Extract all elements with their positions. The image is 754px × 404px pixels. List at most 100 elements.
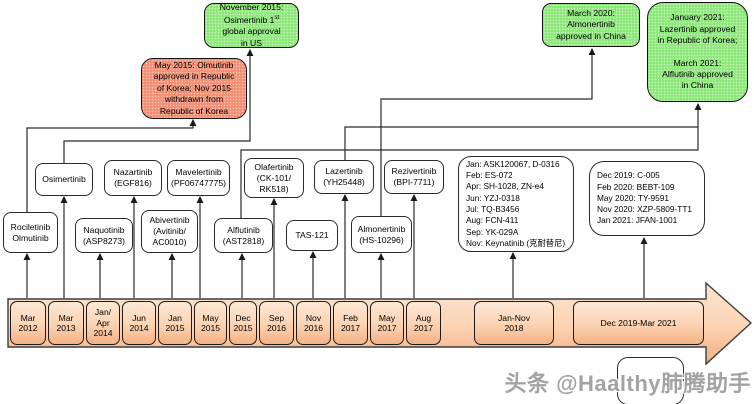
segment-year: 2016 — [266, 323, 287, 333]
timeline-segment-dec2019-mar2021: Dec 2019-Mar 2021 — [573, 301, 704, 345]
segment-year: 2014 — [129, 323, 149, 333]
callout-line: March 2020: — [567, 7, 615, 18]
drug-box-mavelertinib: Mavelertinib (PF06747775) — [167, 160, 230, 196]
callout-line: January 2021: — [670, 12, 725, 23]
drug-name: Osimertinib — [42, 174, 86, 184]
drug-code: (HS-10296) — [359, 234, 404, 245]
timeline-segment-nov-2016: Nov 2016 — [296, 301, 331, 345]
drug-name: Naquotinib — [83, 224, 125, 235]
callout-olmutinib-korea-approval: May 2015: Olmutinib approved in Republic… — [141, 58, 247, 119]
segment-month: Apr — [96, 317, 110, 328]
drug-name: Abivertinib — [149, 215, 190, 225]
drug-name: Rezivertinib — [391, 166, 437, 176]
segment-month: Jan-Nov — [498, 312, 530, 323]
drug-box-osimertinib: Osimertinib — [35, 163, 93, 196]
callout-line: Republic of Korea — [159, 105, 229, 116]
callout-line: November 2015: — [219, 1, 284, 12]
drug-box-lazertinib: Lazertinib (YH25448) — [314, 160, 374, 194]
segment-year: 2018 — [504, 323, 524, 333]
callout-line: May 2015: Olmutinib — [154, 59, 234, 70]
connector-olmutinib-to-orange-callout — [26, 119, 197, 212]
callout-lazertinib-alflutinib-approval: January 2021: Lazertinib approved in Rep… — [647, 2, 748, 102]
trial-entry: Dec 2019: C-005 — [597, 170, 660, 181]
drug-code: AC0010) — [152, 237, 187, 247]
callout-line: global approval — [222, 26, 281, 37]
timeline-segment-jan-apr-2014: Jan/ Apr 2014 — [86, 301, 120, 345]
segment-month: Aug — [415, 312, 432, 323]
drug-name: TAS-121 — [295, 230, 329, 240]
trial-entry: Aug: FCN-411 — [466, 215, 519, 226]
segment-month: Mar — [20, 312, 36, 323]
trial-entry: Feb: ES-072 — [466, 170, 513, 181]
callout-almonertinib-china-approval: March 2020: Almonertinib approved in Chi… — [542, 3, 640, 47]
drug-code: (BPI-7711) — [393, 177, 435, 187]
callout-line: Almonertinib — [567, 19, 615, 30]
callout-line: of Korea; Nov 2015 — [156, 82, 232, 93]
segment-year: 2013 — [56, 323, 76, 333]
connector-alflutinib-to-green-callout — [240, 103, 702, 218]
trial-entry: Jan 2021: JFAN-1001 — [597, 215, 678, 226]
trial-entry: Jun: YZJ-0318 — [466, 192, 520, 203]
callout-line: in Republic of Korea; — [657, 35, 738, 46]
drug-name: Alflutinib — [227, 224, 260, 235]
drug-code: (PF06747775) — [171, 178, 226, 188]
drug-code: (Avitinib/ — [153, 226, 186, 236]
segment-year: 2017 — [340, 323, 361, 333]
drug-name: Olafertinib — [254, 161, 294, 172]
timeline-segment-may-2015: May 2015 — [194, 301, 227, 345]
callout-line: Osimertinib 1st — [223, 15, 280, 26]
timeline-segment-feb-2017: Feb 2017 — [333, 301, 368, 345]
drug-box-nazartinib: Nazartinib (EGF816) — [104, 160, 162, 196]
watermark: 头条 @Haalthy肺腾助手 — [504, 371, 751, 396]
drug-code: (CK-101/ — [256, 172, 292, 183]
drug-name: Lazertinib — [325, 166, 363, 176]
segment-month: Dec — [235, 312, 251, 323]
callout-line: withdrawn from — [164, 94, 224, 105]
trial-entry: Jan: ASK120067, D-0316 — [466, 158, 560, 169]
trial-entry: May 2020: TY-9591 — [597, 192, 669, 203]
segment-month: Jun — [132, 312, 146, 323]
timeline-segment-aug-2017: Aug 2017 — [406, 301, 441, 345]
segment-month: Jan/ — [94, 307, 112, 318]
trial-entry: Nov: Keynatinib (克耐替尼) — [466, 237, 566, 248]
drug-name: Almonertinib — [357, 223, 406, 234]
segment-month: Jan — [168, 312, 182, 323]
segment-month: Feb — [343, 312, 358, 323]
segment-year: 2014 — [93, 328, 113, 339]
trial-entry: Feb 2020: BEBT-109 — [597, 181, 675, 192]
segment-year: 2016 — [303, 323, 324, 333]
drug-box-tas121: TAS-121 — [286, 220, 338, 251]
segment-month: Nov — [305, 312, 322, 323]
segment-year: 2015 — [200, 323, 221, 333]
segment-range: Dec 2019-Mar 2021 — [600, 317, 677, 328]
connector-lazertinib-to-green-callout — [344, 126, 698, 160]
timeline-segment-mar-2012: Mar 2012 — [10, 301, 46, 345]
drug-box-alflutinib: Alflutinib (AST2818) — [214, 218, 273, 253]
timeline-segment-sep-2016: Sep 2016 — [259, 301, 294, 345]
drug-name: Mavelertinib — [175, 167, 222, 177]
segment-year: 2017 — [413, 323, 434, 333]
drug-box-naquotinib: Naquotinib (ASP8273) — [75, 218, 133, 253]
callout-line: Alflutinib approved — [662, 68, 733, 79]
timeline-segment-may-2017: May 2017 — [370, 301, 404, 345]
drug-code: (YH25448) — [323, 177, 365, 187]
segment-month: Sep — [268, 312, 285, 323]
trials-2019-2021-box: Dec 2019: C-005 Feb 2020: BEBT-109 May 2… — [589, 161, 705, 236]
trials-2018-box: Jan: ASK120067, D-0316 Feb: ES-072 Apr: … — [458, 156, 574, 252]
segment-year: 2015 — [233, 323, 253, 333]
connector-almonertinib-to-green-callout — [380, 48, 596, 216]
callout-line: March 2021: — [673, 57, 722, 68]
trial-entry: Sep: YK-029A — [466, 226, 519, 237]
callout-line: Lazertinib approved — [659, 23, 736, 34]
callout-line: approved in Republic — [153, 71, 235, 82]
timeline-segment-mar-2013: Mar 2013 — [48, 301, 84, 345]
timeline-segment-dec-2015: Dec 2015 — [229, 301, 257, 345]
drug-code: RK518) — [259, 183, 289, 194]
callout-line: in US — [240, 37, 262, 48]
segment-year: 2012 — [18, 323, 38, 333]
drug-box-rociletinib-olmutinib: Rociletinib Olmutinib — [3, 212, 58, 253]
timeline-segment-jun-2014: Jun 2014 — [122, 301, 156, 345]
segment-year: 2015 — [165, 323, 185, 333]
drug-name: Nazartinib — [113, 167, 153, 177]
